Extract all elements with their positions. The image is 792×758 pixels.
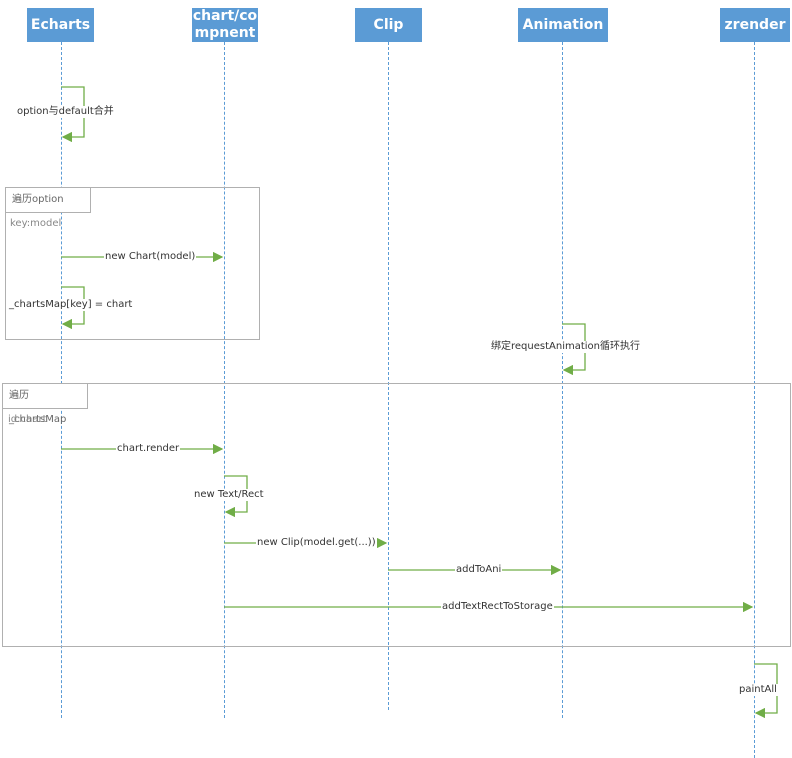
message-label: chart.render (116, 443, 181, 455)
message-label: new Chart(model) (104, 251, 197, 263)
actor-label: Echarts (30, 16, 91, 33)
actor-zrender: zrender (720, 8, 790, 42)
actor-label: chart/co mpnent (192, 8, 258, 41)
lifeline-animation (562, 42, 563, 718)
actor-label: Clip (373, 16, 404, 33)
frame-title: 遍历option (6, 188, 91, 213)
message-label: _chartsMap[key] = chart (8, 299, 134, 311)
frame-guard: id:chart (8, 414, 47, 425)
message-label: paintAll (738, 684, 778, 696)
actor-label: Animation (522, 16, 604, 33)
message-label: addTextRectToStorage (441, 601, 554, 613)
lifeline-zrender (754, 42, 755, 758)
loop-frame-chartsmap: 遍历_chartsMap (2, 383, 791, 647)
lifeline-clip (388, 42, 389, 710)
message-label: new Text/Rect (193, 489, 265, 501)
loop-frame-option: 遍历option (5, 187, 260, 340)
message-label: option与default合并 (16, 106, 115, 118)
message-label: addToAni (455, 564, 503, 576)
message-label: 绑定requestAnimation循环执行 (490, 341, 641, 353)
frame-title: 遍历_chartsMap (3, 384, 88, 425)
message-label: new Clip(model.get(...)) (256, 537, 377, 549)
frame-guard: key:model (10, 218, 62, 229)
lifeline-echarts (61, 42, 62, 718)
actor-clip: Clip (355, 8, 422, 42)
actor-animation: Animation (518, 8, 608, 42)
actor-label: zrender (724, 16, 786, 33)
actor-chart-component: chart/co mpnent (192, 8, 258, 42)
actor-echarts: Echarts (27, 8, 94, 42)
lifeline-chart (224, 42, 225, 718)
